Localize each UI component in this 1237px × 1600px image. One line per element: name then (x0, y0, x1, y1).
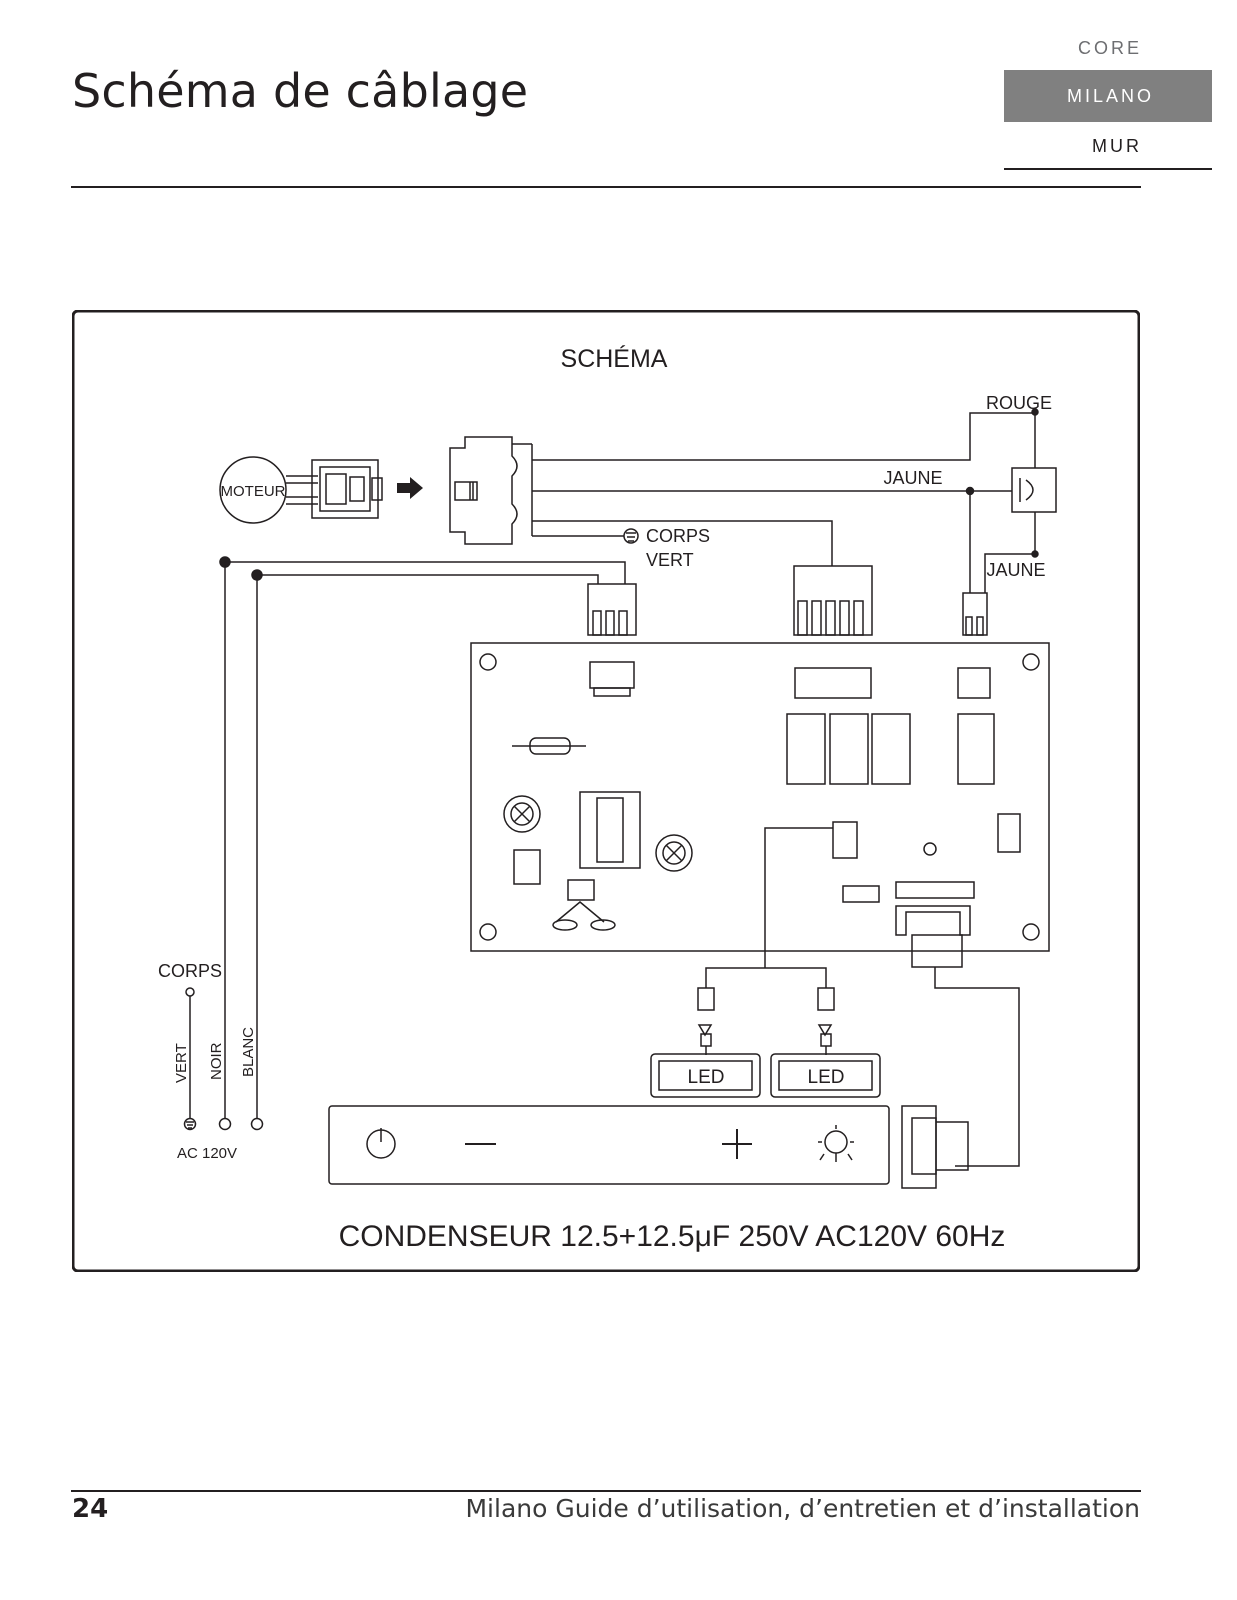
wire-black (225, 561, 626, 584)
motor-plug (311, 459, 383, 519)
led-connector-right (817, 987, 835, 1055)
wire-led-feed (764, 827, 833, 968)
label-wire-noir: NOIR (208, 1042, 225, 1080)
label-red: ROUGE (986, 393, 1052, 413)
light-icon (818, 1125, 854, 1162)
wiring-diagram: SCHÉMA MOTEUR (72, 310, 1140, 1272)
tab-milano[interactable]: MILANO (1004, 70, 1212, 122)
page-number: 24 (72, 1494, 109, 1524)
capacitor (984, 467, 1057, 593)
diagram-title: SCHÉMA (561, 344, 668, 373)
control-board (470, 642, 1050, 968)
wire-keypad (934, 967, 1020, 1167)
label-yellow-top: JAUNE (883, 468, 942, 488)
arrow-right-icon (397, 477, 423, 499)
label-ground-vert: VERT (646, 550, 694, 570)
page-title: Schéma de câblage (72, 64, 529, 118)
product-tabs: CORE MILANO MUR (1004, 30, 1212, 170)
label-yellow-bottom: JAUNE (986, 560, 1045, 580)
footer-divider (71, 1490, 1141, 1492)
led-module-right: LED (770, 1053, 881, 1098)
label-supply-voltage: AC 120V (177, 1145, 237, 1162)
diagram-border (72, 310, 1140, 1272)
diagram-caption: CONDENSEUR 12.5+12.5μF 250V AC120V 60Hz (339, 1220, 1006, 1253)
wire-ground-motor (532, 520, 833, 566)
tab-mur[interactable]: MUR (1004, 122, 1212, 170)
keypad-connector (901, 1105, 969, 1189)
capacitor-connector (962, 592, 988, 636)
tab-core[interactable]: CORE (1077, 38, 1142, 58)
wire-white (257, 574, 599, 584)
control-keypad (328, 1105, 890, 1185)
label-wire-blanc: BLANC (240, 1027, 257, 1077)
wire-red (532, 412, 1036, 468)
ground-icon (623, 528, 639, 544)
led-left-label: LED (688, 1067, 725, 1088)
motor-socket (449, 436, 533, 545)
label-supply-corps: CORPS (158, 961, 222, 981)
led-connector-left (697, 987, 715, 1055)
led-right-label: LED (808, 1067, 845, 1088)
power-connector (587, 583, 637, 636)
label-ground-corps: CORPS (646, 526, 710, 546)
footer-title: Milano Guide d’utilisation, d’entretien … (465, 1494, 1140, 1523)
motor: MOTEUR (219, 456, 318, 524)
wire-led-split (705, 967, 827, 988)
motor-connector (793, 565, 873, 636)
label-wire-vert: VERT (173, 1043, 190, 1083)
led-module-left: LED (650, 1053, 761, 1098)
header-divider (71, 186, 1141, 188)
motor-label: MOTEUR (221, 483, 286, 500)
